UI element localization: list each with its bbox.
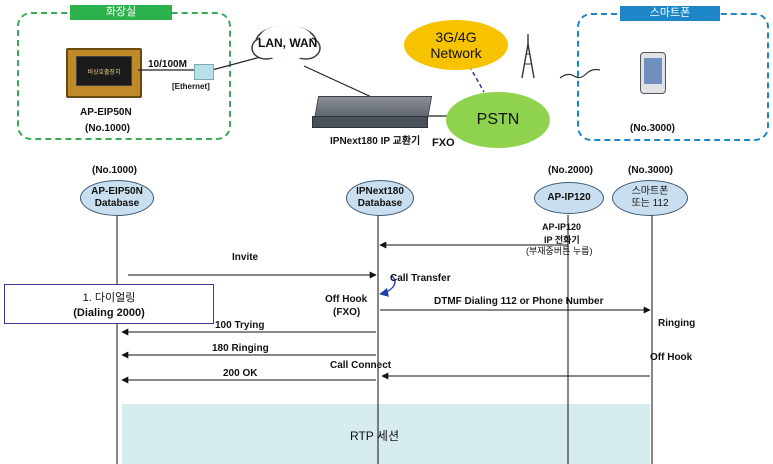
participant-number: (No.1000)	[92, 165, 138, 176]
emergency-device-name: AP-EIP50N	[80, 107, 132, 118]
pbx-device-front	[312, 116, 428, 128]
call-connect-label: Call Connect	[330, 360, 392, 371]
off-hook-fxo-label: Off Hook	[325, 294, 368, 305]
msg-call-transfer	[379, 275, 396, 297]
pstn-node: PSTN	[446, 92, 550, 148]
participant-line1: AP-IP120	[547, 192, 591, 203]
restroom-tag: 화장실	[70, 5, 172, 20]
participant-smartphone: 스마트폰 또는 112	[612, 180, 688, 216]
participant-line1: AP-EIP50N	[91, 186, 143, 197]
smartphone-icon	[640, 52, 666, 94]
ip120-note-line1: AP-IP120	[542, 222, 582, 232]
dialing-note-box: 1. 다이얼링 (Dialing 2000)	[4, 284, 214, 324]
call-transfer-label: Call Transfer	[390, 273, 451, 284]
off-hook-label: Off Hook	[650, 352, 693, 363]
rtp-session-label: RTP 세션	[350, 429, 399, 443]
ip120-note-line2: IP 전화기	[544, 235, 580, 245]
trying-label: 100 Trying	[215, 320, 265, 331]
smartphone-tag: 스마트폰	[620, 6, 720, 21]
lan-wan-label: LAN, WAN	[258, 36, 318, 50]
ethernet-connector-icon	[194, 64, 214, 80]
participant-number: (No.3000)	[628, 165, 674, 176]
device-panel-text: 비상호출장치	[87, 70, 121, 76]
participant-ap-ip120: AP-IP120	[534, 182, 604, 214]
ringing180-label: 180 Ringing	[212, 343, 269, 354]
dtmf-label: DTMF Dialing 112 or Phone Number	[434, 296, 604, 307]
pbx-name: IPNext180 IP 교환기	[330, 136, 421, 147]
cell-tower-icon	[521, 34, 535, 79]
cloud-to-pbx-line	[303, 65, 379, 101]
ethernet-label: [Ethernet]	[172, 82, 210, 91]
link-speed-label: 10/100M	[148, 59, 187, 70]
participant-line2: 또는 112	[631, 198, 669, 209]
invite-label: Invite	[232, 252, 259, 263]
pstn-label: PSTN	[476, 111, 520, 128]
rtp-session-band	[122, 404, 650, 464]
fxo-label: FXO	[432, 137, 455, 149]
emergency-call-device: 비상호출장치	[66, 48, 142, 98]
network-to-pstn-line	[465, 59, 485, 93]
participant-ipnext180: IPNext180 Database	[346, 180, 414, 216]
participant-number: (No.2000)	[548, 165, 594, 176]
device-display: 비상호출장치	[76, 56, 132, 86]
participant-line1: 스마트폰	[631, 186, 669, 197]
lan-wan-cloud-icon	[251, 25, 321, 60]
participant-line1: IPNext180	[356, 186, 404, 197]
network-3g4g-label: 3G/4G Network	[430, 29, 482, 61]
emergency-device-number: (No.1000)	[85, 123, 131, 134]
dialing-note-line2: (Dialing 2000)	[73, 307, 145, 319]
dialing-note-line1: 1. 다이얼링	[82, 292, 136, 304]
off-hook-fxo-sub-label: (FXO)	[333, 307, 361, 318]
wireless-wave	[559, 68, 601, 79]
network-3g4g-node: 3G/4G Network	[404, 20, 508, 70]
ok200-label: 200 OK	[223, 368, 258, 379]
participant-line2: Database	[94, 198, 140, 209]
participant-ap-eip50n: AP-EIP50N Database	[80, 180, 154, 216]
ip120-note-line3: (부재중버튼 누름)	[526, 246, 593, 256]
participant-line2: Database	[357, 198, 403, 209]
smartphone-number: (No.3000)	[630, 123, 676, 134]
ringing-label: Ringing	[658, 318, 696, 329]
